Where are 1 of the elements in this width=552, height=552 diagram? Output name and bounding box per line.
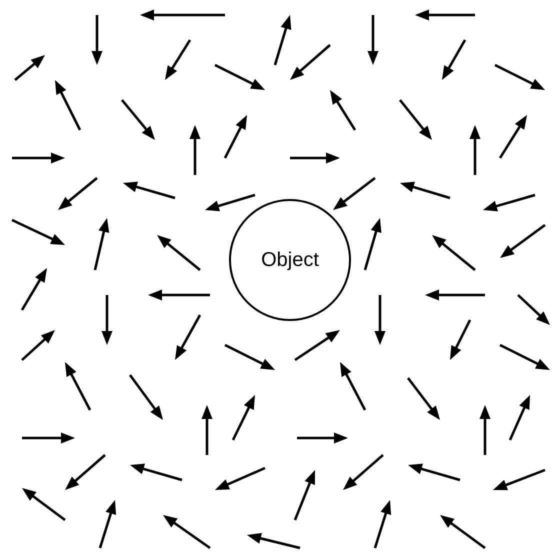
- node-label: Object: [261, 248, 319, 272]
